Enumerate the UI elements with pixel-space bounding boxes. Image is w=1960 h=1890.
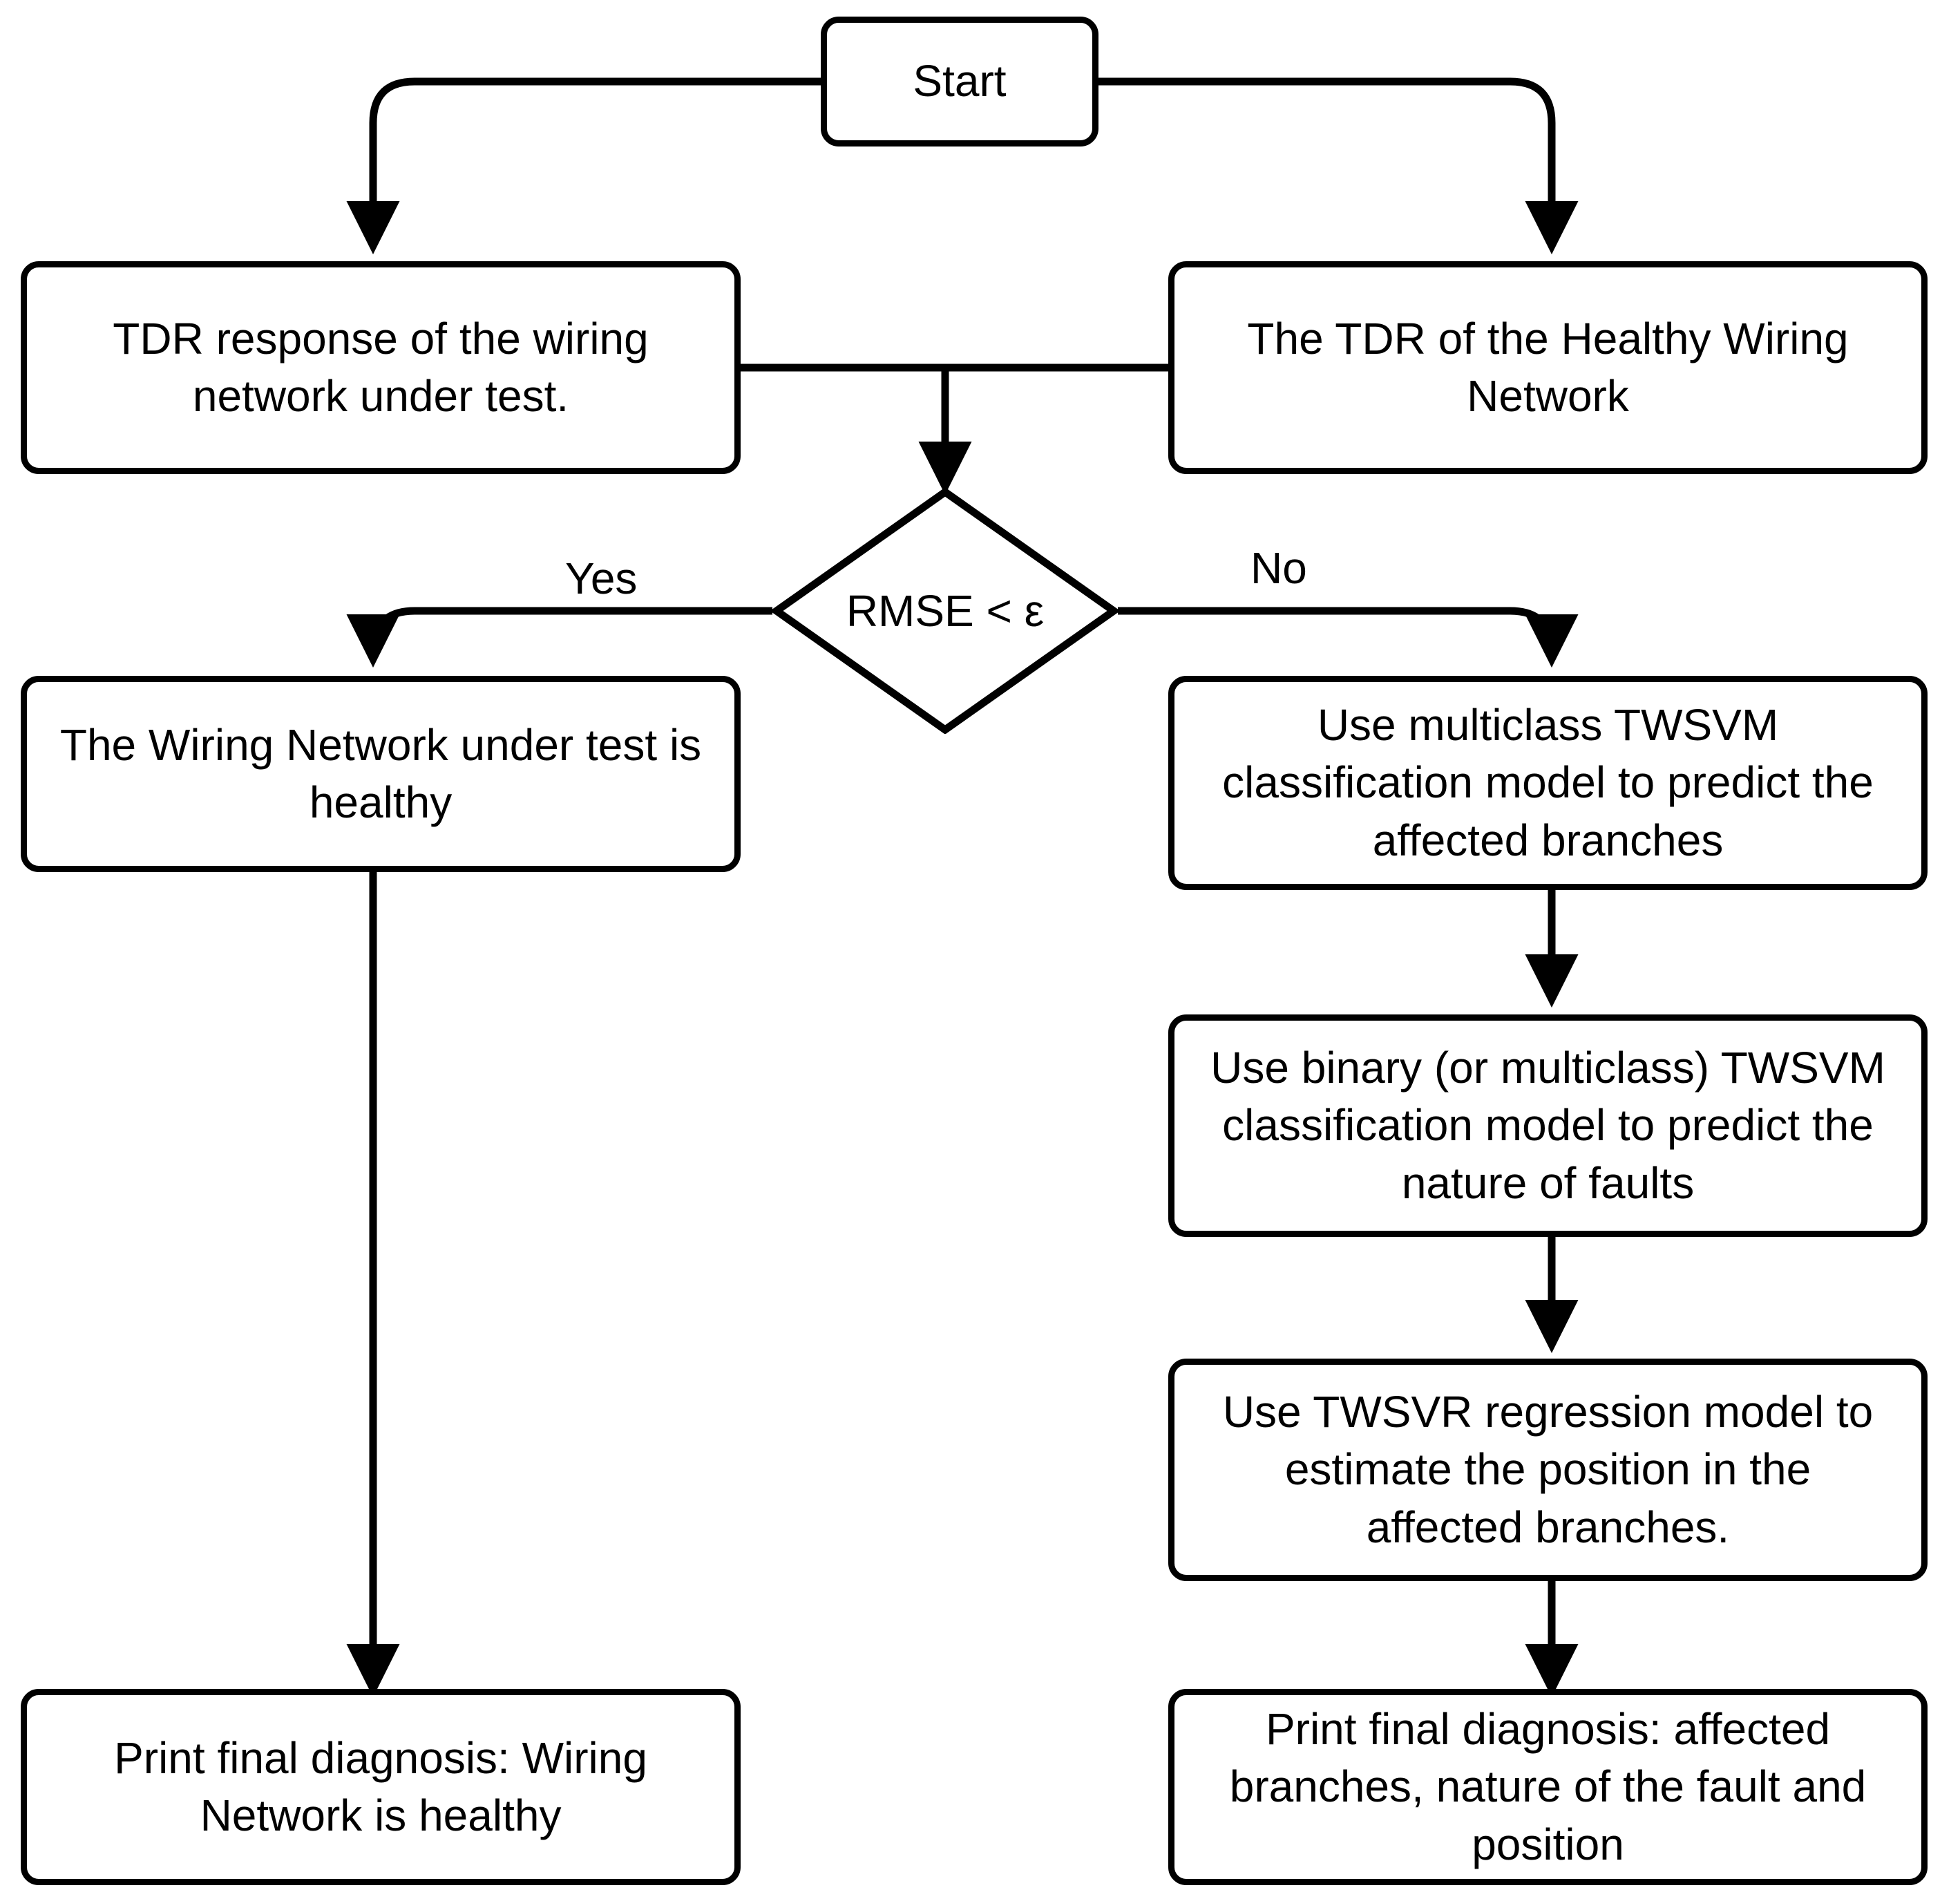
node-binary-twsvm[interactable]: Use binary (or multiclass) TWSVM classif… (1168, 1014, 1928, 1237)
node-print-diagnosis-faults[interactable]: Print final diagnosis: affected branches… (1168, 1689, 1928, 1885)
node-tdr-healthy-network[interactable]: The TDR of the Healthy Wiring Network (1168, 261, 1928, 474)
diamond-shape (772, 488, 1118, 734)
node-decision-rmse[interactable]: RMSE < ε (772, 488, 1118, 734)
edge-start-to-tdr-healthy (1098, 77, 1579, 255)
decision-label: RMSE < ε (846, 586, 1045, 636)
edge-decision-no-to-multiclass-twsvm (1118, 607, 1579, 668)
edge-start-to-tdr-under-test (346, 77, 821, 255)
node-tdr-response-under-test[interactable]: TDR response of the wiring network under… (21, 261, 741, 474)
node-print-diagnosis-healthy[interactable]: Print final diagnosis: Wiring Network is… (21, 1689, 741, 1885)
edge-label-no: No (1250, 543, 1307, 593)
node-multiclass-twsvm[interactable]: Use multiclass TWSVM classification mode… (1168, 676, 1928, 890)
node-twsvr-regression[interactable]: Use TWSVR regression model to estimate t… (1168, 1359, 1928, 1581)
node-start[interactable]: Start (821, 17, 1098, 147)
node-network-under-test-healthy[interactable]: The Wiring Network under test is healthy (21, 676, 741, 872)
edge-label-yes: Yes (565, 554, 638, 603)
edge-decision-yes-to-network-healthy (346, 607, 772, 668)
